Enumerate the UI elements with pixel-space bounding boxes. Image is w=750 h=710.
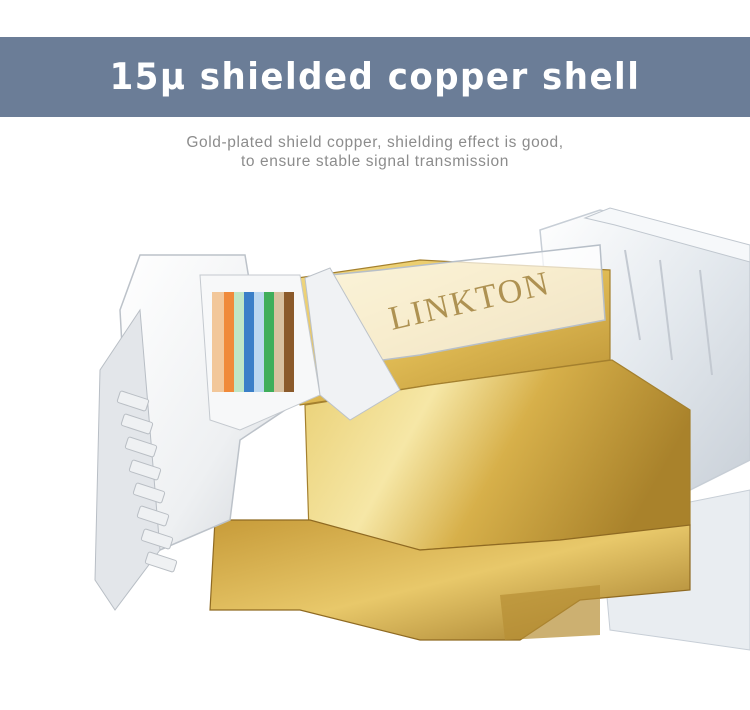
wire-bundle <box>212 292 294 392</box>
subtitle: Gold-plated shield copper, shielding eff… <box>0 133 750 171</box>
subtitle-line-2: to ensure stable signal transmission <box>240 153 509 170</box>
shell-bottom <box>209 519 691 641</box>
subtitle-line-1: Gold-plated shield copper, shielding eff… <box>186 134 564 151</box>
banner-title: 15μ shielded copper shell <box>109 55 641 99</box>
rj45-connector-illustration: LINKTON <box>94 207 750 651</box>
header-banner: 15μ shielded copper shell <box>0 37 750 117</box>
contact-pins <box>116 390 178 573</box>
